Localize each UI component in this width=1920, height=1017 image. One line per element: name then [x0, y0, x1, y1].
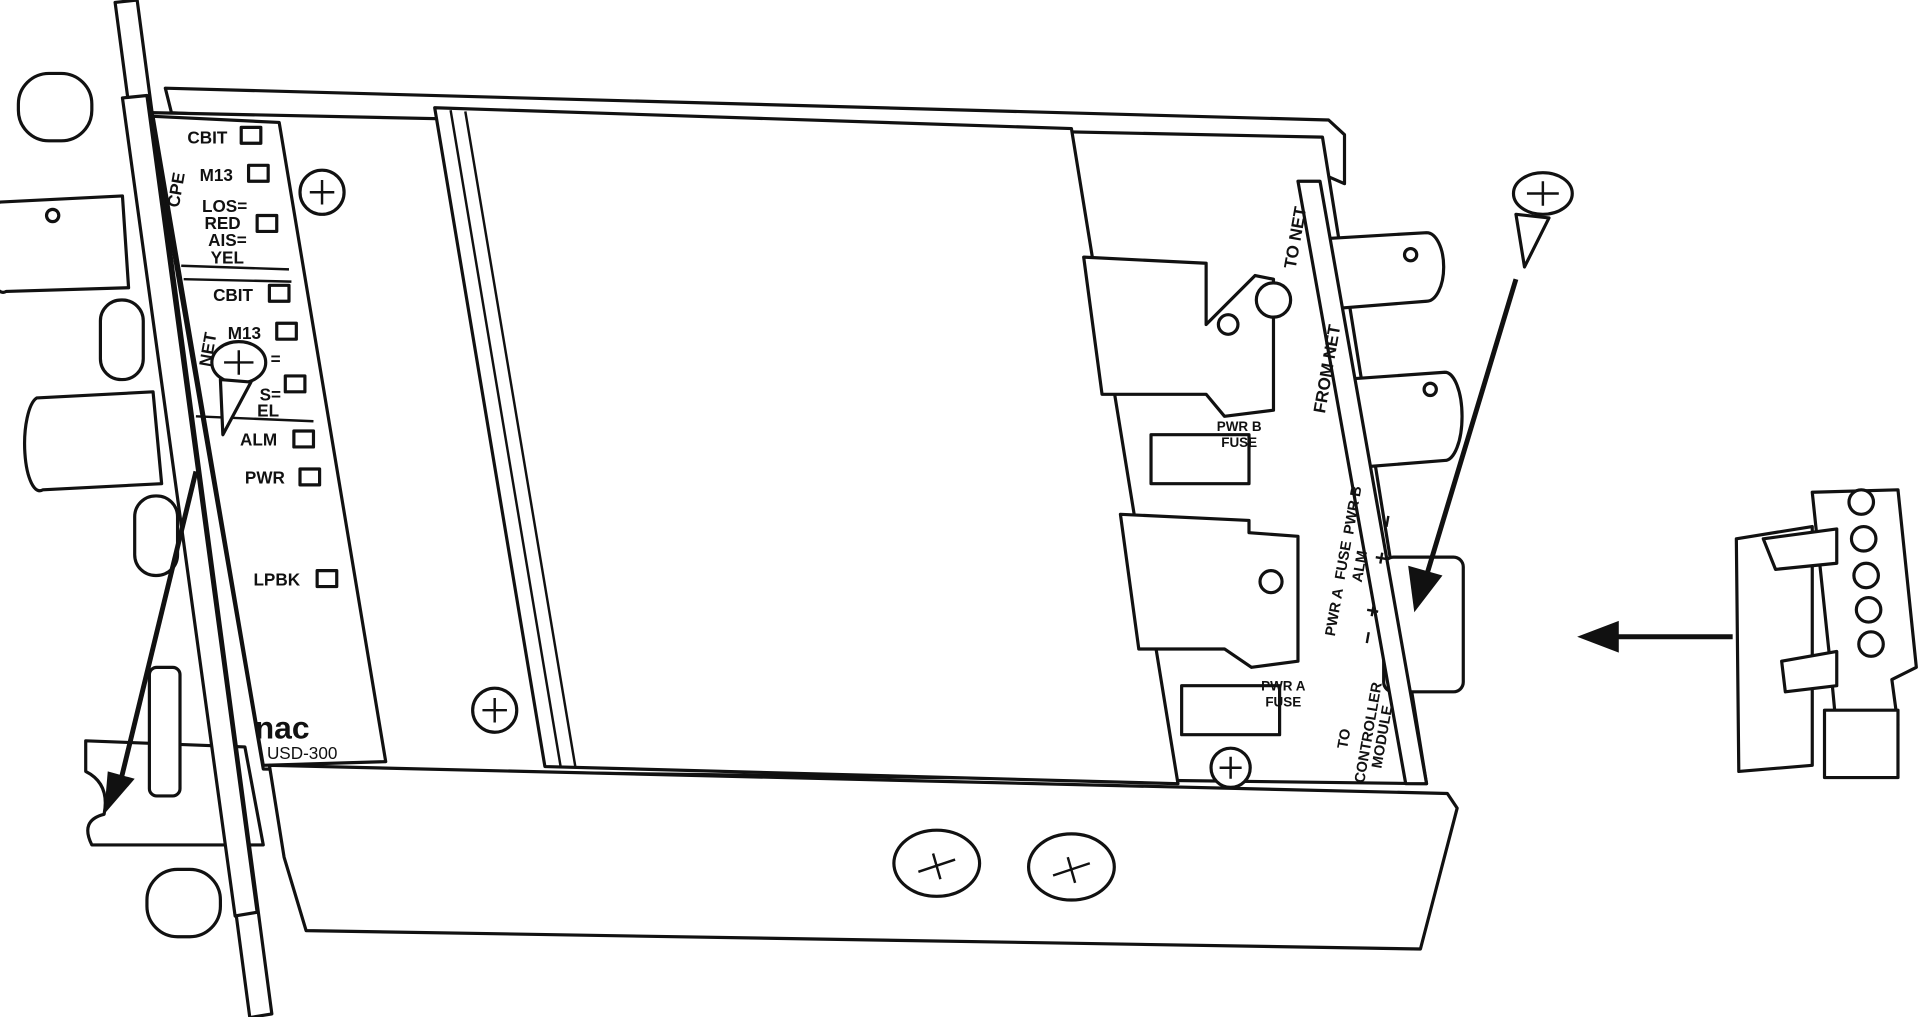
net-led-m13-label: M13 — [228, 323, 261, 343]
cover-edge-line — [464, 111, 577, 768]
polarity-3: + — [1368, 550, 1395, 567]
screw-icon — [892, 828, 982, 898]
arrow-icon — [104, 470, 199, 815]
cpe-status-1: LOS= — [202, 196, 247, 216]
model-label: USD-300 — [267, 743, 337, 763]
terminal-label-fuse: FUSE — [1333, 540, 1356, 582]
terminal-block-connector — [1734, 488, 1918, 780]
screw-icon — [471, 686, 519, 734]
rear-panel — [1296, 179, 1429, 786]
cpe-led-cbit-label: CBIT — [187, 127, 227, 147]
pwr-b-fuse-label-2: FUSE — [1221, 435, 1257, 450]
screw-icon — [1209, 746, 1252, 789]
cpe-led-m13-label: M13 — [200, 165, 233, 185]
controller-label-1: TO — [1335, 727, 1354, 750]
polarity-4: − — [1374, 513, 1401, 530]
net-status-fragment-1: = — [271, 349, 281, 369]
fuse-block-a: PWR A FUSE — [1118, 512, 1306, 737]
chassis-side-wall — [267, 763, 1459, 951]
divider-line — [195, 415, 314, 423]
front-label-strip — [151, 114, 388, 767]
cpe-status-3: AIS= — [208, 230, 247, 250]
polarity-2: + — [1359, 602, 1386, 619]
led-lpbk-label: LPBK — [253, 569, 300, 589]
cpe-status-2: RED — [204, 213, 240, 233]
led-alm-label: ALM — [240, 430, 277, 450]
screw-icon — [298, 168, 346, 216]
cover-plate — [433, 106, 1180, 786]
pwr-a-fuse-label-1: PWR A — [1261, 679, 1306, 694]
led-pwr-label: PWR — [245, 468, 286, 488]
pwr-b-fuse-label-1: PWR B — [1217, 419, 1262, 434]
cpe-status-4: YEL — [211, 247, 244, 267]
divider-line — [181, 264, 290, 271]
brand-logo: nac — [255, 709, 310, 745]
polarity-1: − — [1354, 629, 1381, 646]
led-indicators — [239, 125, 339, 589]
net-led-cbit-label: CBIT — [213, 285, 253, 305]
fuse-block-b: PWR B FUSE — [1082, 255, 1293, 486]
screw-icon — [210, 340, 268, 437]
screw-icon — [1026, 832, 1116, 902]
pwr-a-fuse-label-2: FUSE — [1265, 695, 1301, 710]
terminal-label-alm: ALM — [1350, 549, 1371, 583]
screw-icon — [1511, 171, 1574, 269]
net-status-fragment-2: S= — [260, 384, 281, 404]
arrow-icon — [1408, 278, 1519, 613]
cover-edge-line — [449, 110, 563, 768]
arrow-icon — [1577, 620, 1733, 653]
front-bnc-connectors — [0, 71, 223, 939]
divider-line — [183, 277, 292, 283]
net-status-fragment-3: EL — [257, 400, 279, 420]
